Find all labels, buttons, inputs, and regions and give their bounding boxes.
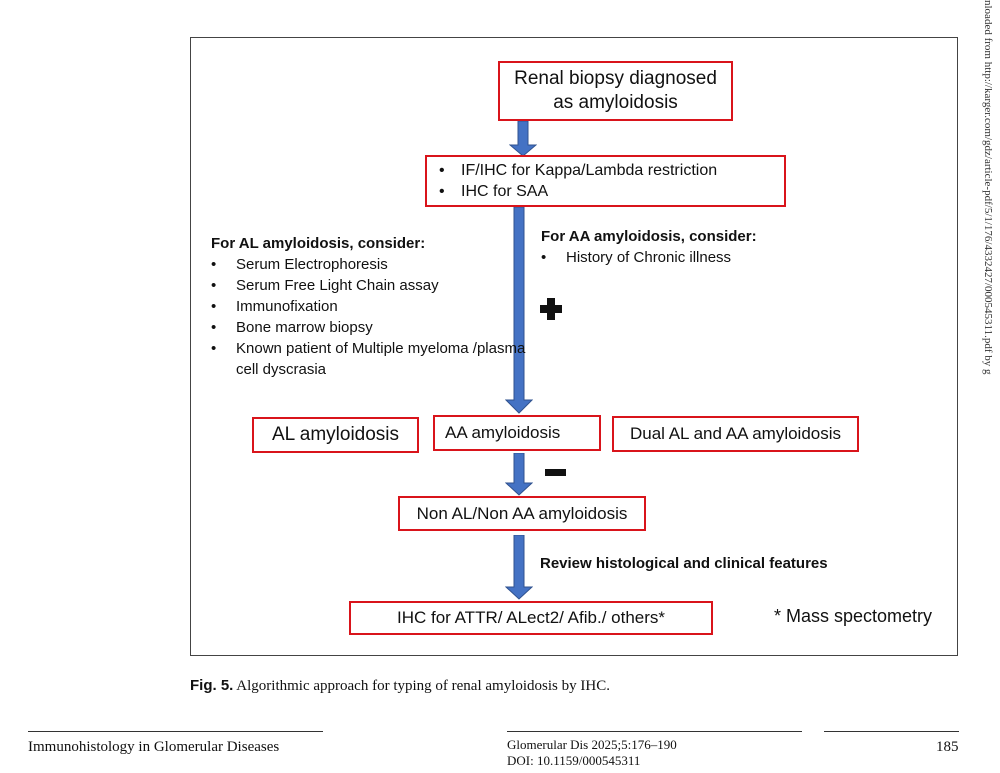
side-download-label: nloaded from http://karger.com/gdz/artic…	[982, 0, 994, 375]
al-consider-item: Serum Free Light Chain assay	[211, 275, 531, 296]
aa-amyloidosis-label: AA amyloidosis	[445, 423, 561, 442]
footer-rule-right	[824, 731, 959, 732]
footer-citation-block: Glomerular Dis 2025;5:176–190 DOI: 10.11…	[507, 737, 677, 769]
al-consider-list: Serum Electrophoresis Serum Free Light C…	[211, 254, 531, 380]
arrow-non-to-ihc	[505, 535, 533, 600]
side-download-text: nloaded from http://karger.com/gdz/artic…	[980, 0, 994, 375]
minus-icon	[545, 469, 566, 476]
figure-caption-text: Algorithmic approach for typing of renal…	[236, 678, 610, 694]
renal-biopsy-line1: Renal biopsy diagnosed	[514, 68, 717, 89]
renal-biopsy-box: Renal biopsy diagnosed as amyloidosis	[498, 61, 733, 121]
al-consider-item: Known patient of Multiple myeloma /plasm…	[211, 338, 531, 380]
al-consider-item: Immunofixation	[211, 296, 531, 317]
al-amyloidosis-box: AL amyloidosis	[252, 417, 419, 453]
figure-caption: Fig. 5. Algorithmic approach for typing …	[190, 677, 610, 695]
figure-caption-label: Fig. 5.	[190, 677, 234, 694]
ihc-attr-label: IHC for ATTR/ ALect2/ Afib./ others*	[396, 608, 665, 627]
arrow-top-to-tests	[509, 121, 537, 157]
footer-rule-left	[28, 731, 323, 732]
al-consider-block: For AL amyloidosis, consider: Serum Elec…	[211, 233, 531, 380]
aa-amyloidosis-box: AA amyloidosis	[433, 415, 601, 451]
footer-journal-title: Immunohistology in Glomerular Diseases	[28, 739, 280, 755]
footer-rule-mid	[507, 731, 802, 732]
footer-page-number: 185	[936, 739, 959, 755]
ihc-tests-list: IF/IHC for Kappa/Lambda restriction IHC …	[427, 157, 784, 202]
ihc-test-item: IF/IHC for Kappa/Lambda restriction	[437, 160, 784, 181]
dual-amyloidosis-label: Dual AL and AA amyloidosis	[629, 424, 842, 443]
al-consider-heading: For AL amyloidosis, consider:	[211, 235, 426, 252]
non-al-aa-label: Non AL/Non AA amyloidosis	[416, 503, 628, 523]
footer-citation: Glomerular Dis 2025;5:176–190	[507, 737, 677, 752]
figure-frame: Renal biopsy diagnosed as amyloidosis IF…	[190, 37, 958, 656]
mass-spectrometry-footnote: * Mass spectometry	[774, 606, 933, 626]
dual-amyloidosis-box: Dual AL and AA amyloidosis	[612, 416, 859, 452]
aa-consider-list: History of Chronic illness	[541, 247, 821, 268]
arrow-aa-to-non	[505, 453, 533, 496]
aa-consider-item: History of Chronic illness	[541, 247, 821, 268]
footer-doi: DOI: 10.1159/000545311	[507, 753, 641, 768]
ihc-attr-box: IHC for ATTR/ ALect2/ Afib./ others*	[349, 601, 713, 635]
plus-icon	[540, 298, 562, 320]
aa-consider-heading: For AA amyloidosis, consider:	[541, 228, 757, 245]
ihc-tests-box: IF/IHC for Kappa/Lambda restriction IHC …	[425, 155, 786, 207]
renal-biopsy-line2: as amyloidosis	[553, 92, 678, 113]
al-consider-item: Serum Electrophoresis	[211, 254, 531, 275]
al-consider-item: Bone marrow biopsy	[211, 317, 531, 338]
ihc-test-item: IHC for SAA	[437, 181, 784, 202]
aa-consider-block: For AA amyloidosis, consider: History of…	[541, 226, 821, 268]
non-al-aa-box: Non AL/Non AA amyloidosis	[398, 496, 646, 531]
al-amyloidosis-label: AL amyloidosis	[271, 424, 400, 445]
review-features-label: Review histological and clinical feature…	[540, 555, 828, 572]
